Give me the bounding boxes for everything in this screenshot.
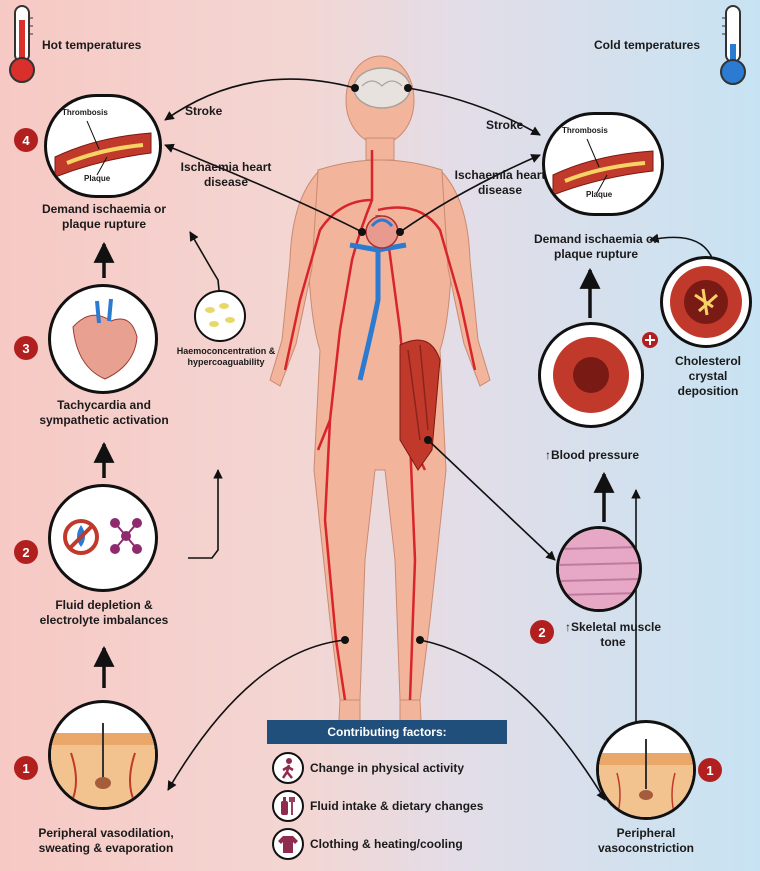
hot-cells-circle bbox=[194, 290, 246, 342]
cold-step2-badge: 2 bbox=[530, 620, 554, 644]
bottle-fork-icon bbox=[272, 790, 304, 822]
hot-skin-circle bbox=[48, 700, 158, 810]
cold-header: Cold temperatures bbox=[594, 38, 701, 52]
hot-thermometer-icon bbox=[9, 5, 35, 83]
sweater-icon bbox=[272, 828, 304, 860]
factor-item: Fluid intake & dietary changes bbox=[272, 788, 483, 824]
hot-step1-label: Peripheral vasodilation, sweating & evap… bbox=[38, 826, 174, 855]
hot-heart-circle bbox=[48, 284, 158, 394]
hot-step4-badge: 4 bbox=[14, 128, 38, 152]
cold-bp-label: ↑Blood pressure bbox=[544, 448, 640, 462]
hot-step2-badge: 2 bbox=[14, 540, 38, 564]
cold-demand-label: Demand ischaemia or plaque rupture bbox=[533, 232, 659, 261]
cold-muscle-label: ↑Skeletal muscle tone bbox=[564, 620, 662, 649]
artery-thrombosis-icon bbox=[54, 120, 152, 178]
cold-cholesterol-circle bbox=[660, 256, 752, 348]
hot-step2-label: Fluid depletion & electrolyte imbalances bbox=[39, 598, 169, 627]
factor-item: Change in physical activity bbox=[272, 750, 464, 786]
factor-item: Clothing & heating/cooling bbox=[272, 826, 463, 862]
cold-bp-circle bbox=[538, 322, 644, 428]
cold-thermometer-icon bbox=[720, 5, 746, 85]
hot-step1-badge: 1 bbox=[14, 756, 38, 780]
cold-muscle-circle bbox=[556, 526, 642, 612]
hot-stroke-label: Stroke bbox=[185, 104, 223, 118]
hot-ihd-label: Ischaemia heart disease bbox=[180, 160, 272, 189]
hot-header: Hot temperatures bbox=[42, 38, 142, 52]
hot-plaque-label: Plaque bbox=[84, 174, 111, 183]
blood-cells-icon bbox=[205, 303, 235, 327]
hot-step4-label: Demand ischaemia or plaque rupture bbox=[41, 202, 167, 231]
factor-label: Change in physical activity bbox=[310, 761, 465, 775]
cold-ihd-label: Ischaemia heart disease bbox=[454, 168, 546, 197]
skin-vasoconstriction-icon bbox=[599, 739, 693, 817]
fluid-electrolyte-icon bbox=[63, 518, 142, 555]
hot-haemo-label: Haemoconcentration & hypercoaguability bbox=[176, 346, 276, 368]
cholesterol-crystal-icon bbox=[670, 266, 742, 338]
cold-artery-circle bbox=[542, 112, 664, 216]
cold-thrombosis-label: Thrombosis bbox=[562, 126, 608, 135]
hot-step3-label: Tachycardia and sympathetic activation bbox=[39, 398, 169, 427]
factor-label: Fluid intake & dietary changes bbox=[310, 799, 484, 813]
cold-skin-circle bbox=[596, 720, 696, 820]
walking-person-icon bbox=[272, 752, 304, 784]
vessel-cross-section-icon bbox=[553, 337, 629, 413]
cold-step1-badge: 1 bbox=[698, 758, 722, 782]
cold-cholesterol-label: Cholesterol crystal deposition bbox=[674, 354, 741, 398]
hot-fluid-circle bbox=[48, 484, 158, 592]
hot-step3-badge: 3 bbox=[14, 336, 38, 360]
hot-artery-circle bbox=[44, 94, 162, 198]
cold-stroke-label: Stroke bbox=[486, 118, 524, 132]
factor-label: Clothing & heating/cooling bbox=[310, 837, 463, 851]
cold-vaso-label: Peripheral vasoconstriction bbox=[597, 826, 695, 855]
factors-title: Contributing factors: bbox=[267, 720, 507, 744]
hot-thrombosis-label: Thrombosis bbox=[62, 108, 108, 117]
muscle-fibre-icon bbox=[559, 529, 639, 609]
anatomical-heart-icon bbox=[72, 298, 138, 380]
veins bbox=[349, 215, 407, 381]
artery-thrombosis-icon bbox=[552, 138, 654, 196]
cold-plaque-label: Plaque bbox=[586, 190, 613, 199]
